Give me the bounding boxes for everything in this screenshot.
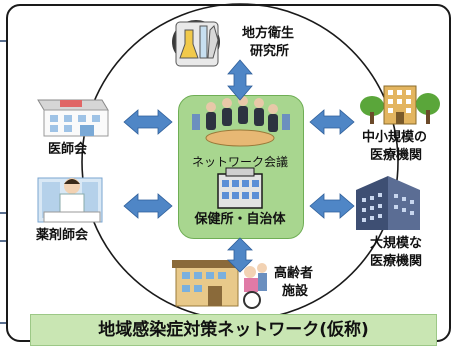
label-health-office: 保健所・自治体 bbox=[194, 212, 286, 227]
pharmacist-icon bbox=[37, 177, 103, 223]
label-small-hospital-line1: 中小規模の bbox=[362, 130, 428, 145]
lab-flask-icon bbox=[172, 20, 220, 67]
large-hospital-icon bbox=[356, 176, 420, 230]
label-large-hospital-line1: 大規模な bbox=[370, 236, 423, 251]
arrow-medical-center bbox=[123, 109, 173, 135]
label-pharmacist-association: 薬剤師会 bbox=[36, 228, 89, 243]
elder-facility-icon bbox=[172, 260, 267, 309]
banner-title: 地域感染症対策ネットワーク(仮称) bbox=[98, 320, 369, 340]
arrow-center-elder bbox=[227, 237, 253, 273]
label-small-hospital-line2: 医療機関 bbox=[370, 148, 423, 163]
label-lab-line2: 研究所 bbox=[250, 44, 290, 59]
arrow-pharma-center bbox=[123, 193, 173, 219]
label-lab-line1: 地方衛生 bbox=[242, 26, 295, 41]
network-title-banner: 地域感染症対策ネットワーク(仮称) bbox=[30, 314, 437, 346]
arrow-center-large-hospital bbox=[309, 193, 355, 219]
label-network-meeting: ネットワーク会議 bbox=[191, 155, 288, 169]
medical-association-icon bbox=[37, 99, 109, 137]
label-elder-facility-line1: 高齢者 bbox=[274, 266, 314, 281]
label-large-hospital-line2: 医療機関 bbox=[370, 254, 423, 269]
health-office-building-icon bbox=[217, 167, 263, 209]
small-hospital-icon bbox=[360, 85, 440, 125]
label-elder-facility-line2: 施設 bbox=[282, 284, 309, 299]
label-medical-association: 医師会 bbox=[48, 142, 88, 157]
arrow-center-small-hospital bbox=[309, 109, 355, 135]
arrow-lab-center bbox=[227, 59, 253, 101]
meeting-people-icon bbox=[192, 96, 290, 147]
